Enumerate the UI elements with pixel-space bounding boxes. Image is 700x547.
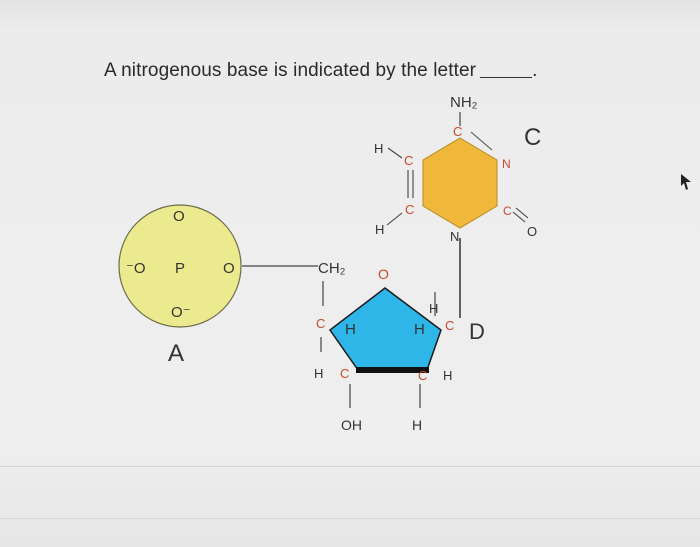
phosphate-o-right: O (223, 260, 235, 277)
sugar-c-upper-right: C (445, 318, 454, 333)
sugar-ring-o: O (378, 266, 389, 282)
co-double-bond-a (512, 211, 526, 223)
base-c-left-lower: C (405, 202, 414, 217)
sugar-c-upper-left: C (316, 316, 325, 331)
mouse-cursor-icon (681, 174, 691, 190)
question-suffix: . (532, 60, 538, 81)
sugar-h-left-vertical: H (429, 301, 438, 316)
h-lower-bond (386, 212, 403, 226)
sugar-h-bottom: H (412, 417, 422, 433)
base-c-right-lower: C (503, 204, 512, 218)
label-c: C (524, 124, 541, 151)
base-n-bottom: N (450, 229, 459, 244)
sugar-h-upper-right: H (414, 321, 425, 338)
question-text: A nitrogenous base is indicated by the l… (104, 60, 537, 82)
sugar-h-right: H (443, 368, 452, 383)
h-upper-bond (387, 147, 403, 159)
base-h-lower: H (375, 222, 384, 237)
sugar-oh: OH (341, 417, 362, 433)
divider-line (0, 466, 700, 467)
co-double-bond-b (515, 207, 529, 219)
base-ring (422, 137, 498, 229)
label-d: D (469, 319, 485, 344)
base-h-upper: H (374, 141, 383, 156)
question-prompt: A nitrogenous base is indicated by the l… (104, 60, 477, 81)
base-nh2: NH₂ (450, 94, 478, 111)
sugar-h-left: H (314, 366, 323, 381)
label-a: A (168, 340, 184, 367)
sugar-c-lower-left: C (340, 366, 349, 381)
c-n-double-bond (470, 131, 493, 151)
phosphate-o-bottom: O⁻ (171, 304, 191, 321)
sugar-c-lower-right: C (418, 368, 427, 383)
base-c-left-upper: C (404, 153, 413, 168)
base-n-right: N (502, 157, 511, 171)
phosphate-o-left: ⁻O (126, 260, 146, 277)
answer-blank (480, 77, 533, 78)
phosphate-o-top: O (173, 208, 185, 225)
base-o-right: O (527, 224, 537, 239)
phosphate-circle (118, 204, 242, 328)
sugar-h-upper-left: H (345, 321, 356, 338)
divider-line-lower (0, 518, 700, 519)
phosphate-p: P (175, 260, 185, 277)
sugar-ch2: CH₂ (318, 260, 346, 277)
base-c-top: C (453, 124, 462, 139)
